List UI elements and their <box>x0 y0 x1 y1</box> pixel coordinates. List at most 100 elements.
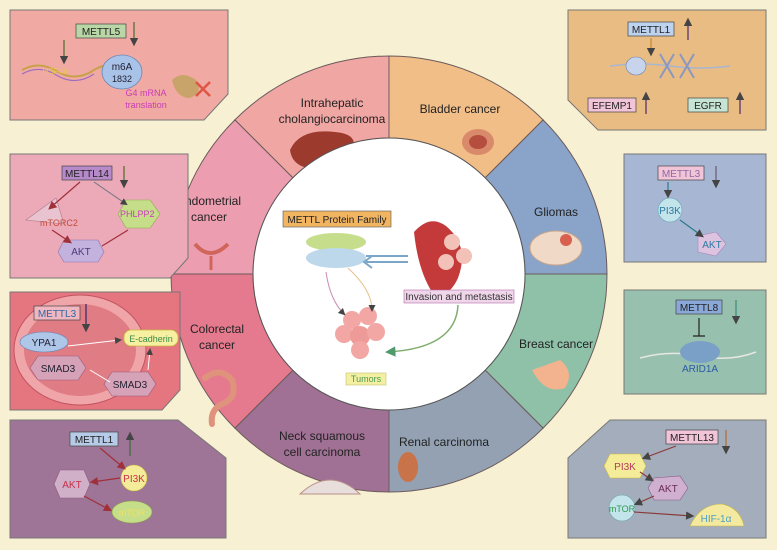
arrow-icon <box>146 348 153 371</box>
ecadherin-box <box>123 329 179 347</box>
smad3-shape-icon <box>29 355 87 381</box>
label-intrahepatic-1: Intrahepatic <box>301 96 364 110</box>
enzyme-label: METTL3 <box>38 309 77 320</box>
akt-shape-icon <box>53 469 91 499</box>
label-neck-2: cell carcinoma <box>284 445 361 459</box>
brain-icon <box>529 230 583 266</box>
label-intrahepatic-2: cholangiocarcinoma <box>279 112 386 126</box>
invasion-label-box <box>403 289 515 304</box>
arrow-invasion-to-tumor <box>385 304 459 357</box>
node-smad3: SMAD3 <box>41 364 76 375</box>
enzyme-label: METTL8 <box>680 303 719 314</box>
gene-box <box>687 97 729 113</box>
enzyme-box <box>33 305 81 321</box>
node-phlpp2: PHLPP2 <box>120 209 155 219</box>
enzyme-box <box>75 23 127 39</box>
arrow-family-to-tumor-2 <box>347 267 376 312</box>
breast-icon <box>532 360 569 390</box>
node-mtor: mTOR <box>609 504 636 514</box>
intestine-icon <box>202 369 237 427</box>
arrow-icon <box>51 229 72 244</box>
cancer-ring <box>170 55 608 493</box>
inhibit-line-icon <box>101 229 129 247</box>
enzyme-label: METTL3 <box>662 169 701 180</box>
arrow-icon <box>99 447 126 470</box>
node-akt: AKT <box>62 480 81 491</box>
node-pi3k: PI3K <box>123 474 145 485</box>
enzyme-box <box>69 431 119 447</box>
enzyme-label: METTL1 <box>75 435 114 446</box>
enzyme-box <box>665 429 719 445</box>
enzyme-label: METTL5 <box>82 27 121 38</box>
panel-mettl3-gliomas <box>623 153 767 263</box>
uterus-icon <box>193 242 230 270</box>
node-akt: AKT <box>702 240 721 251</box>
node-pi3k: PI3K <box>659 206 681 217</box>
enzyme-label: METTL1 <box>632 25 671 36</box>
node-smad3-outer: SMAD3 <box>113 380 148 391</box>
pi3k-shape-icon <box>120 464 148 492</box>
panel-mettl1-neck <box>9 419 227 539</box>
pi3k-shape-icon <box>603 453 647 479</box>
arrow-icon <box>67 337 122 347</box>
center-circle <box>252 137 526 411</box>
node-pi3k: PI3K <box>614 462 636 473</box>
node-akt: AKT <box>71 247 90 258</box>
mouse-icon <box>172 75 199 98</box>
caption-line1: G4 mRNA <box>125 88 166 98</box>
double-arrow-bottom <box>362 255 408 269</box>
arrow-icon <box>48 181 81 210</box>
arrow-icon <box>89 369 111 383</box>
panel-mettl14 <box>9 153 189 279</box>
label-endometrial-1: Endometrial <box>177 194 241 208</box>
hif-shape-icon <box>689 503 745 527</box>
enzyme-box <box>675 299 723 315</box>
arrow-icon <box>633 495 655 506</box>
mtor-shape-icon <box>111 500 153 524</box>
label-colorectal-2: cancer <box>199 338 235 352</box>
gene-efemp1: EFEMP1 <box>592 101 632 112</box>
enzyme-label: METTL13 <box>670 433 714 444</box>
gene-box <box>587 97 637 113</box>
node-akt: AKT <box>658 484 677 495</box>
caption-line2: translation <box>125 100 167 110</box>
tumor-cluster-icon <box>335 307 385 359</box>
label-gliomas: Gliomas <box>534 205 578 219</box>
invasion-label: Invasion and metastasis <box>405 292 512 303</box>
complex-icon <box>680 341 720 363</box>
mtor-shape-icon <box>608 494 636 522</box>
label-colorectal-1: Colorectal <box>190 322 244 336</box>
arrow-icon <box>639 471 654 482</box>
gene-egfr: EGFR <box>694 101 722 112</box>
arrow-family-to-tumor <box>325 271 346 316</box>
enzyme-label: METTL14 <box>65 169 109 180</box>
label-renal: Renal carcinoma <box>399 435 489 449</box>
node-arid1a: ARID1A <box>682 364 718 375</box>
akt-shape-icon <box>57 239 105 263</box>
arrow-icon <box>93 181 128 206</box>
m6a-position: 1832 <box>112 74 132 84</box>
protein-top-icon <box>306 233 366 251</box>
mrna-strand-icon <box>21 68 95 82</box>
m6a-label: m6A <box>112 62 133 73</box>
akt-shape-icon <box>697 231 727 257</box>
arrow-icon <box>89 476 121 486</box>
enzyme-box <box>627 21 675 37</box>
enzyme-box <box>657 165 705 181</box>
histone-icon <box>625 56 647 76</box>
blood-vessel-icon <box>414 221 472 295</box>
family-label-box <box>282 210 392 228</box>
arrow-icon <box>679 219 704 238</box>
label-neck-1: Neck squamous <box>279 429 365 443</box>
x-mark-icon <box>195 81 211 97</box>
akt-shape-icon <box>647 475 689 501</box>
node-ypa1: YPA1 <box>32 338 57 349</box>
ypa1-shape-icon <box>19 331 69 353</box>
tumors-label: Tumors <box>351 374 382 384</box>
node-mtorc2: mTORC2 <box>40 218 78 228</box>
enzyme-box <box>61 165 113 181</box>
bladder-icon <box>462 129 494 155</box>
chromatin-icon <box>659 53 695 79</box>
tumors-label-box <box>345 372 387 386</box>
